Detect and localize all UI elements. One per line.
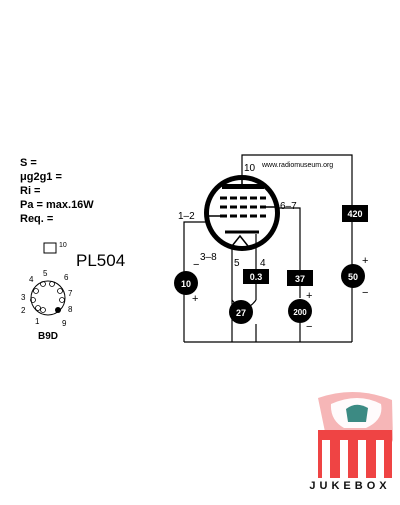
pin-anode-label: 10 xyxy=(244,163,256,174)
ia-minus: − xyxy=(362,287,368,299)
ug2-minus: − xyxy=(306,321,312,333)
base-pin-hole xyxy=(30,297,36,303)
pin-g2-label: 6–7 xyxy=(280,201,297,212)
ia-meter xyxy=(341,264,365,288)
ug1-meter xyxy=(174,271,198,295)
spec-req: Req. = xyxy=(20,213,53,225)
ig-box xyxy=(243,269,269,284)
ik-meter xyxy=(229,300,253,324)
base-pin-8: 8 xyxy=(68,305,73,314)
pin-g3-label: 4 xyxy=(260,258,266,269)
base-type: B9D xyxy=(38,331,58,342)
base-pin-1: 1 xyxy=(35,317,40,326)
ug1-value: 10 xyxy=(181,279,191,289)
base-pin-9: 9 xyxy=(62,319,67,328)
base-pin-6: 6 xyxy=(64,273,69,282)
tube-interior xyxy=(209,180,275,246)
base-pin-2: 2 xyxy=(21,306,26,315)
base-key-pin xyxy=(55,307,61,313)
base-pin-hole xyxy=(40,307,46,313)
top-cap-label: 10 xyxy=(59,242,67,249)
g2-current-value: 37 xyxy=(295,274,305,284)
ia-value: 50 xyxy=(348,272,358,282)
ia-plus: + xyxy=(362,255,368,267)
base-pin-hole xyxy=(33,288,39,294)
base-pin-hole xyxy=(40,281,46,287)
ug2-plus: + xyxy=(306,290,312,302)
jukebox-logo-text: JUKEBOX xyxy=(309,480,390,492)
heater xyxy=(231,234,249,247)
ug2-value: 200 xyxy=(293,308,307,317)
base-pin-7: 7 xyxy=(68,289,73,298)
base-pin-3: 3 xyxy=(21,293,26,302)
ug2-meter xyxy=(288,299,312,323)
base-pinout: 1 2 3 4 5 6 7 8 9 B9D xyxy=(21,269,73,342)
circuit-wires xyxy=(183,154,353,343)
spec-mu: μg2g1 = xyxy=(20,171,62,183)
g2-current-box xyxy=(287,270,313,286)
base-pin-hole xyxy=(57,288,63,294)
anode-plate xyxy=(222,184,264,189)
ug1-minus: − xyxy=(193,259,199,271)
top-cap-icon xyxy=(43,242,57,254)
spec-pa: Pa = max.16W xyxy=(20,199,94,211)
tube-name: PL504 xyxy=(76,251,125,270)
base-pin-hole xyxy=(35,305,41,311)
base-pin-hole xyxy=(49,281,55,287)
base-pin-4: 4 xyxy=(29,275,34,284)
base-pin-5: 5 xyxy=(43,269,48,278)
ua-box xyxy=(342,205,368,222)
ik-value: 27 xyxy=(236,308,246,318)
pin-g1-label: 1–2 xyxy=(178,211,195,222)
tube-symbol xyxy=(204,175,280,255)
watermark: www.radiomuseum.org xyxy=(261,162,333,169)
ig-value: 0.3 xyxy=(250,272,263,282)
spec-ri: Ri = xyxy=(20,185,40,197)
pin-cathode-label: 5 xyxy=(234,258,240,269)
jukebox-logo: JUKEBOX xyxy=(300,391,400,492)
ug1-plus: + xyxy=(192,293,198,305)
pin-heater-label: 3–8 xyxy=(200,252,217,263)
base-pin-hole xyxy=(59,297,65,303)
ua-value: 420 xyxy=(347,209,362,219)
spec-s: S = xyxy=(20,157,37,169)
